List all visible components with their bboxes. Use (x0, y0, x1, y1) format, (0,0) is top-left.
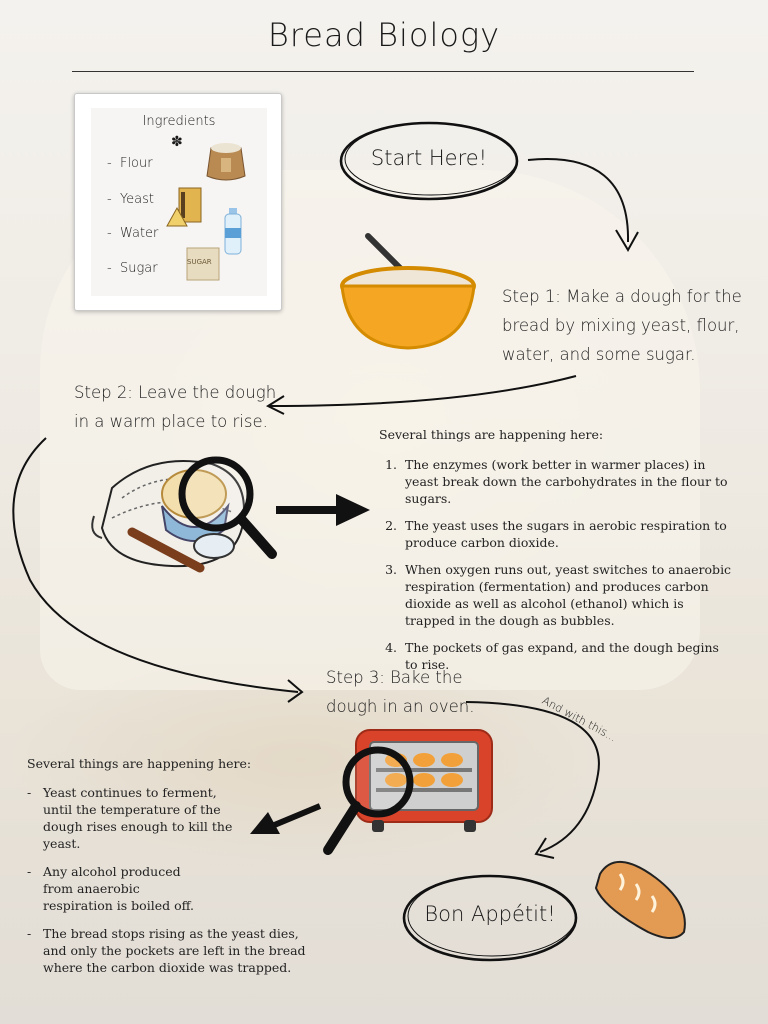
step3-line: dough in an oven. (326, 697, 475, 716)
ingredient-yeast-label: Yeast (119, 192, 155, 207)
step1-line: Step 1: Make a dough for the (502, 287, 742, 306)
step3-line: Step 3: Bake the (326, 668, 463, 687)
arrow-start-to-step1 (527, 158, 639, 252)
end-oval (402, 874, 578, 962)
sugar-bag-label: SUGAR (187, 258, 212, 266)
arrow-left-icon (250, 803, 322, 834)
ingredients-heading: Ingredients (142, 114, 216, 129)
step2-line: Step 2: Leave the dough (74, 383, 277, 402)
rise-points-list: The enzymes (work better in warmer place… (379, 456, 735, 673)
flour-sack-icon (206, 143, 246, 181)
rise-intro: Several things are happening here: (379, 427, 604, 442)
bread-icon (594, 860, 686, 939)
list-item: The bread stops rising as the yeast dies… (27, 925, 323, 976)
list-item: The enzymes (work better in warmer place… (401, 456, 735, 507)
list-item: When oxygen runs out, yeast switches to … (401, 561, 735, 629)
start-oval (339, 121, 519, 201)
rising-dough-icon (91, 460, 245, 573)
list-item: Yeast continues to ferment, until the te… (27, 784, 233, 852)
bon-appetit-label: Bon Appétit! (424, 902, 556, 926)
rise-explanation: Several things are happening here: The e… (379, 426, 735, 683)
bake-points-list: Yeast continues to ferment, until the te… (27, 784, 323, 976)
mixing-bowl-icon (340, 233, 476, 350)
step1-text: Step 1: Make a dough for the bread by mi… (502, 282, 742, 369)
arrow-step2-to-step3 (12, 437, 304, 703)
ingredient-item: - Sugar (107, 261, 158, 276)
ingredients-card-inner: Ingredients ✽ - Flour - Yeast - Water - … (91, 108, 267, 296)
yeast-packet-icon (166, 187, 202, 227)
water-bottle-icon (224, 208, 242, 255)
bake-intro: Several things are happening here: (27, 756, 252, 771)
step2-line: in a warm place to rise. (74, 412, 268, 431)
arrow-step1-to-step2 (265, 375, 577, 415)
ingredient-water-label: Water (119, 226, 159, 241)
list-item: The yeast uses the sugars in aerobic res… (401, 517, 735, 551)
step2-text: Step 2: Leave the dough in a warm place … (74, 378, 276, 436)
step1-line: water, and some sugar. (502, 345, 696, 364)
arrow-right-icon (276, 494, 370, 526)
step3-text: Step 3: Bake the dough in an oven. (326, 663, 474, 721)
list-item: Any alcohol produced from anaerobic resp… (27, 863, 213, 914)
flower-icon: ✽ (171, 134, 183, 150)
ingredient-sugar-label: Sugar (119, 261, 158, 276)
list-item: The pockets of gas expand, and the dough… (401, 639, 735, 673)
start-here-label: Start Here! (370, 146, 488, 170)
magnifier-icon (323, 746, 414, 855)
step1-line: bread by mixing yeast, flour, (502, 316, 740, 335)
ingredient-item: - Water (107, 226, 159, 241)
ingredient-item: - Flour (107, 156, 153, 171)
magnifier-icon (178, 456, 277, 559)
ingredient-flour-label: Flour (119, 156, 153, 171)
arrow-step3-to-end (465, 701, 600, 859)
ingredients-card: Ingredients ✽ - Flour - Yeast - Water - … (74, 93, 282, 311)
title-divider (72, 71, 694, 72)
bake-explanation: Several things are happening here: Yeast… (27, 755, 323, 987)
sugar-bag-icon (186, 247, 220, 281)
ingredient-item: - Yeast (107, 192, 155, 207)
page-title: Bread Biology (267, 16, 501, 54)
